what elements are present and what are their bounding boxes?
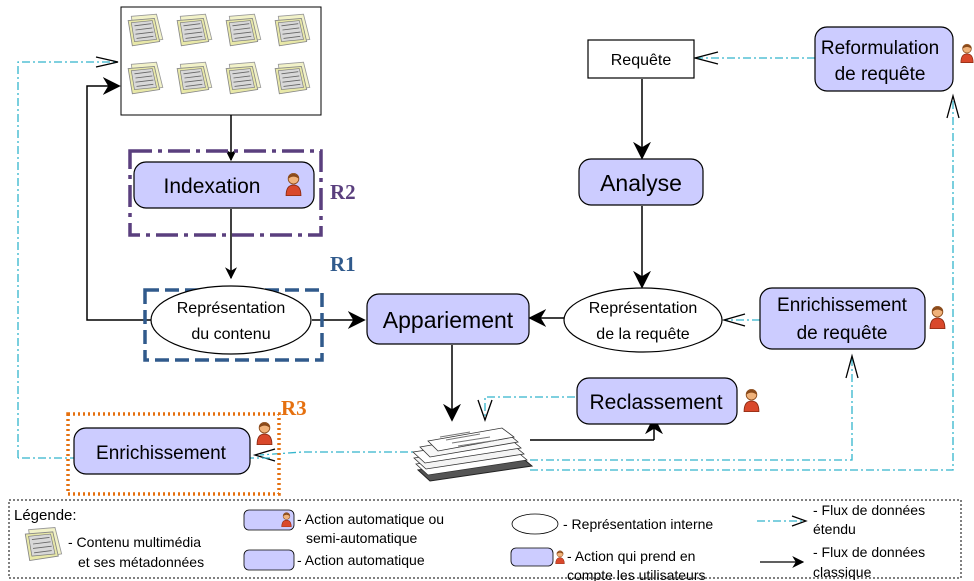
legend-title: Légende: [14,507,77,524]
legend-users-line1: - Action qui prend en [567,548,695,564]
flow-enrichissement-to-content [17,61,117,458]
legend: Légende: - Contenu multimédia et ses mét… [8,499,962,581]
user-icon [960,43,974,64]
region-r1-label: R1 [330,252,356,276]
node-appariement[interactable]: Appariement [366,293,530,345]
legend-content-line1: - Contenu multimédia [68,534,201,550]
node-reformulation-line1: Reformulation [821,38,939,59]
flow-reclassement-to-results [484,396,575,420]
legend-auto-label: - Action automatique [297,552,425,568]
flow-results-to-reformulation [530,97,954,471]
legend-representation-label: - Représentation interne [563,516,713,532]
legend-auto-swatch [243,549,295,571]
legend-content-icon [24,527,63,561]
node-enrichissement-requete-line1: Enrichissement [777,295,908,316]
region-r2-label: R2 [330,180,356,204]
legend-extended-line1: - Flux de données [813,502,925,518]
user-icon [929,305,946,329]
region-r2-frame [128,149,323,237]
user-icon [743,388,760,412]
node-reformulation-line2: de requête [835,64,926,85]
legend-classic-line2: classique [813,564,872,580]
node-reformulation[interactable]: Reformulation de requête [814,26,974,92]
legend-extended-line2: étendu [813,521,856,537]
node-enrichissement-requete-line2: de requête [797,323,888,344]
region-r3-frame [66,412,281,496]
node-representation-requete[interactable]: Représentation de la requête [563,287,723,353]
node-requete-label: Requête [611,52,672,69]
legend-users-line2: compte les utilisateurs [567,567,706,581]
legend-content-line2: et ses métadonnées [78,554,204,570]
classic-flows [86,77,663,441]
legend-classic-line1: - Flux de données [813,544,925,560]
node-analyse-label: Analyse [600,170,682,196]
node-enrichissement-label: Enrichissement [96,443,227,464]
region-r3-label: R3 [281,396,307,420]
node-representation-contenu[interactable]: Représentation du contenu [150,285,312,355]
legend-auto-semi-swatch [243,509,295,531]
node-enrichissement[interactable]: Enrichissement [73,421,273,475]
flow-results-to-enrichissement-requete [530,355,853,461]
node-representation-contenu-line1: Représentation [177,300,286,317]
node-indexation[interactable]: Indexation [133,161,315,209]
node-representation-requete-line1: Représentation [589,300,698,317]
node-reclassement[interactable]: Reclassement [576,377,760,425]
node-representation-contenu-line2: du contenu [191,326,270,343]
node-requete[interactable]: Requête [587,39,695,79]
flow-representation-to-content [86,77,152,321]
results-document-stack [412,427,534,482]
multimedia-collection [120,6,322,116]
legend-users-swatch [510,547,554,567]
extended-flows [17,51,960,471]
user-icon [256,421,273,445]
flow-results-to-enrichissement [259,451,520,456]
node-appariement-label: Appariement [383,307,514,333]
node-reclassement-label: Reclassement [589,391,722,414]
node-representation-requete-line2: de la requête [596,326,690,343]
node-indexation-label: Indexation [164,175,261,198]
legend-ellipse-swatch [511,513,559,535]
node-enrichissement-requete[interactable]: Enrichissement de requête [759,287,946,350]
legend-auto-semi-line2: semi-automatique [306,530,417,546]
node-analyse[interactable]: Analyse [578,158,704,206]
legend-auto-semi-line1: - Action automatique ou [297,511,444,527]
